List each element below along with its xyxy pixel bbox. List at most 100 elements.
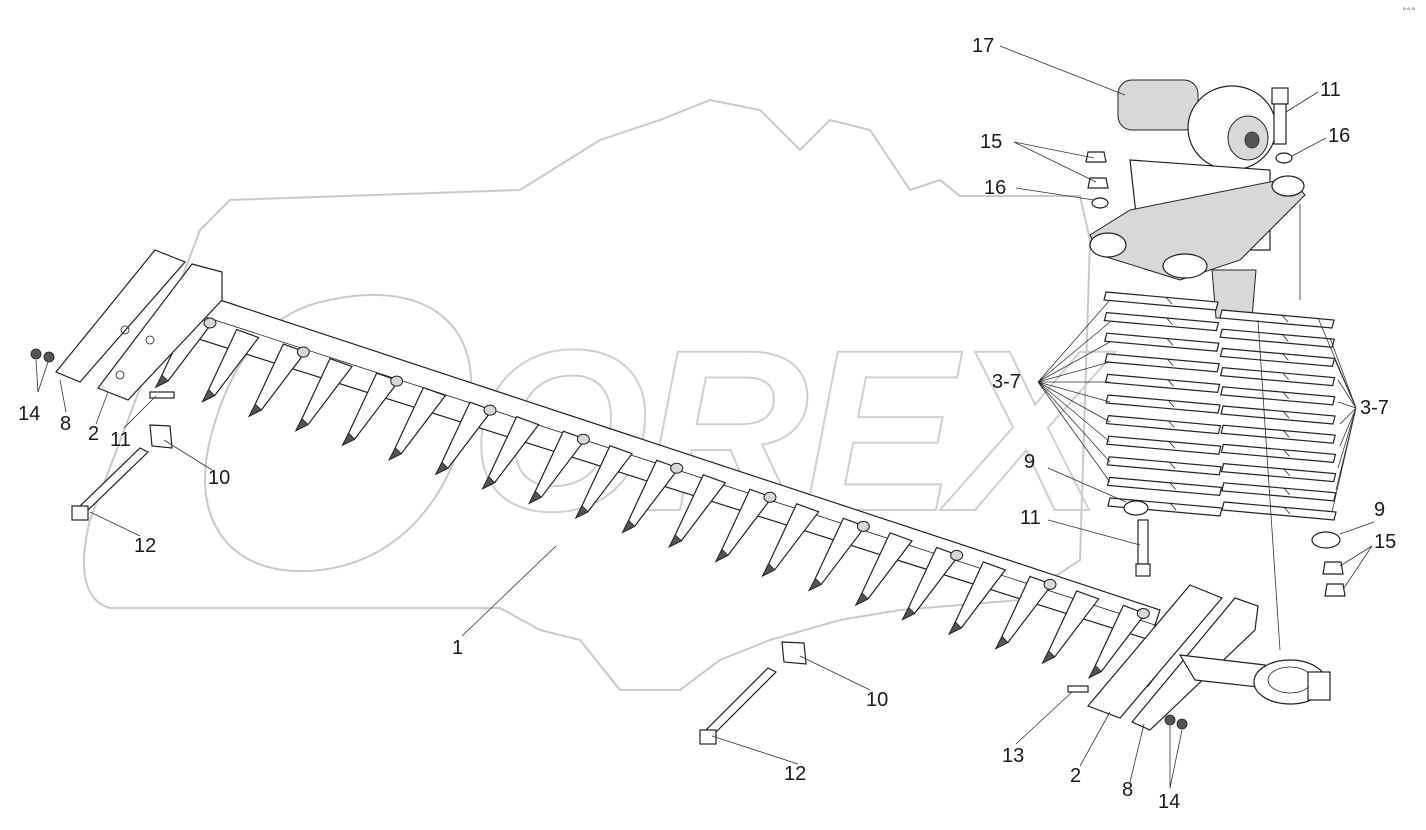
guard-finger-tip [528,490,543,505]
shim-slot [1283,449,1290,457]
finger-bolt-head [670,462,684,474]
callout-10-bottom: 10 [866,689,888,711]
guard-finger-tip [248,403,263,417]
shim-packs-3-7 [1103,291,1337,521]
guard-finger-tip [295,417,309,432]
callout-2-left: 2 [88,423,99,445]
callout-9-left: 9 [1024,451,1035,473]
bolt-12-bottom-head [699,729,717,745]
callout-8-left: 8 [60,413,71,435]
finger-bolt-head [203,317,217,329]
shim-slot [1169,482,1176,490]
washer-16-right [1275,152,1293,164]
callout-3-7-right: 3-7 [1360,397,1389,419]
shim-slot [1169,502,1177,511]
shim-slot [1283,487,1291,496]
shim-slot [1166,337,1174,346]
guard-finger-tip [1041,650,1056,664]
shim-plate [1106,435,1222,455]
bolt-11-left [149,391,175,399]
guard-finger-tip [808,577,823,592]
nut-14-right-b [1176,718,1188,730]
nut-15-right-a [1322,561,1344,575]
callout-10-left: 10 [208,467,230,489]
shim-plate [1105,394,1221,414]
finger-bolt-head [950,549,964,561]
nut-14-left-a [30,348,42,360]
nut-15-right-b [1324,583,1346,597]
bolt-11-mid-head [1135,563,1151,577]
shim-plate [1105,414,1222,435]
finger-bolt-head [763,491,777,503]
shim-slot [1283,468,1290,476]
nut-14-right-a [1164,714,1176,726]
callout-11-left: 11 [110,429,131,451]
right-end-plates [1086,584,1331,731]
callout-8-right: 8 [1122,779,1133,801]
callout-13: 13 [1002,745,1024,767]
shim-plate [1220,386,1336,406]
bolt-11-mid-shank [1137,519,1149,565]
mount-ear-left [1089,232,1127,258]
guard-finger-tip [201,388,216,403]
callout-1: 1 [452,637,463,659]
shim-slot [1166,317,1173,325]
shim-plate [1106,476,1223,497]
finger-bolt-head [296,346,310,358]
shim-plate [1104,373,1221,394]
plate-10-bottom [781,641,807,665]
callout-12-bottom: 12 [784,763,806,785]
gearbox-17 [1089,79,1306,319]
guard-finger-tip [948,621,963,635]
left-end-plates [55,249,223,401]
shim-slot [1167,399,1175,408]
callout-labels: 17 11 15 16 16 3-7 3-7 9 9 15 11 14 8 2 … [18,35,1396,813]
shim-slot [1168,440,1176,449]
washer-9-right [1311,531,1341,549]
callout-9-right: 9 [1374,499,1385,521]
washer-16-left [1091,197,1109,209]
callout-15-top: 15 [980,131,1002,153]
shim-slot [1168,420,1175,428]
shim-plate [1220,462,1337,483]
shim-plate [1219,366,1336,387]
shim-plate [1220,424,1336,444]
guard-finger-tip [761,563,776,577]
shim-plate [1106,456,1222,476]
knife-head-clamp [1307,671,1331,701]
watermark-gear-outline [83,98,1092,691]
gearbox-motor-housing [1117,79,1199,131]
finger-bolt-head [1136,607,1150,619]
guard-finger-tip [435,461,449,476]
end-plate-2-left [97,263,223,401]
shim-slot [1167,379,1174,387]
guard-finger-tip [155,374,169,388]
shim-plate [1219,309,1335,329]
shim-slot [1281,314,1289,323]
watermark-logo: OREX [83,98,1122,691]
guard-finger-tip [1088,664,1103,679]
shim-plate [1104,353,1220,373]
nut-14-left-b [43,351,55,363]
guard-finger-tip [901,606,916,621]
callout-16-left: 16 [984,177,1006,199]
finger-bolt-head [390,375,404,387]
finger-bolt-head [576,433,590,445]
finger-bolt-head [483,404,497,416]
shim-plate [1220,443,1337,464]
fasteners [30,87,1346,745]
guard-finger-tip [855,592,869,606]
shim-slot [1282,353,1289,361]
shim-slot [1166,358,1174,367]
bolt-11-top-head [1271,87,1289,105]
plate-hole [115,370,125,380]
guard-finger-tip [621,519,636,534]
mount-ear-right [1271,175,1305,197]
corner-mark: °°° [1402,7,1416,17]
shim-plate [1221,482,1337,502]
shim-plate [1221,501,1337,521]
callout-3-7-left: 3-7 [992,371,1021,393]
callout-14-left: 14 [18,403,40,425]
guard-finger-tip [388,446,403,461]
